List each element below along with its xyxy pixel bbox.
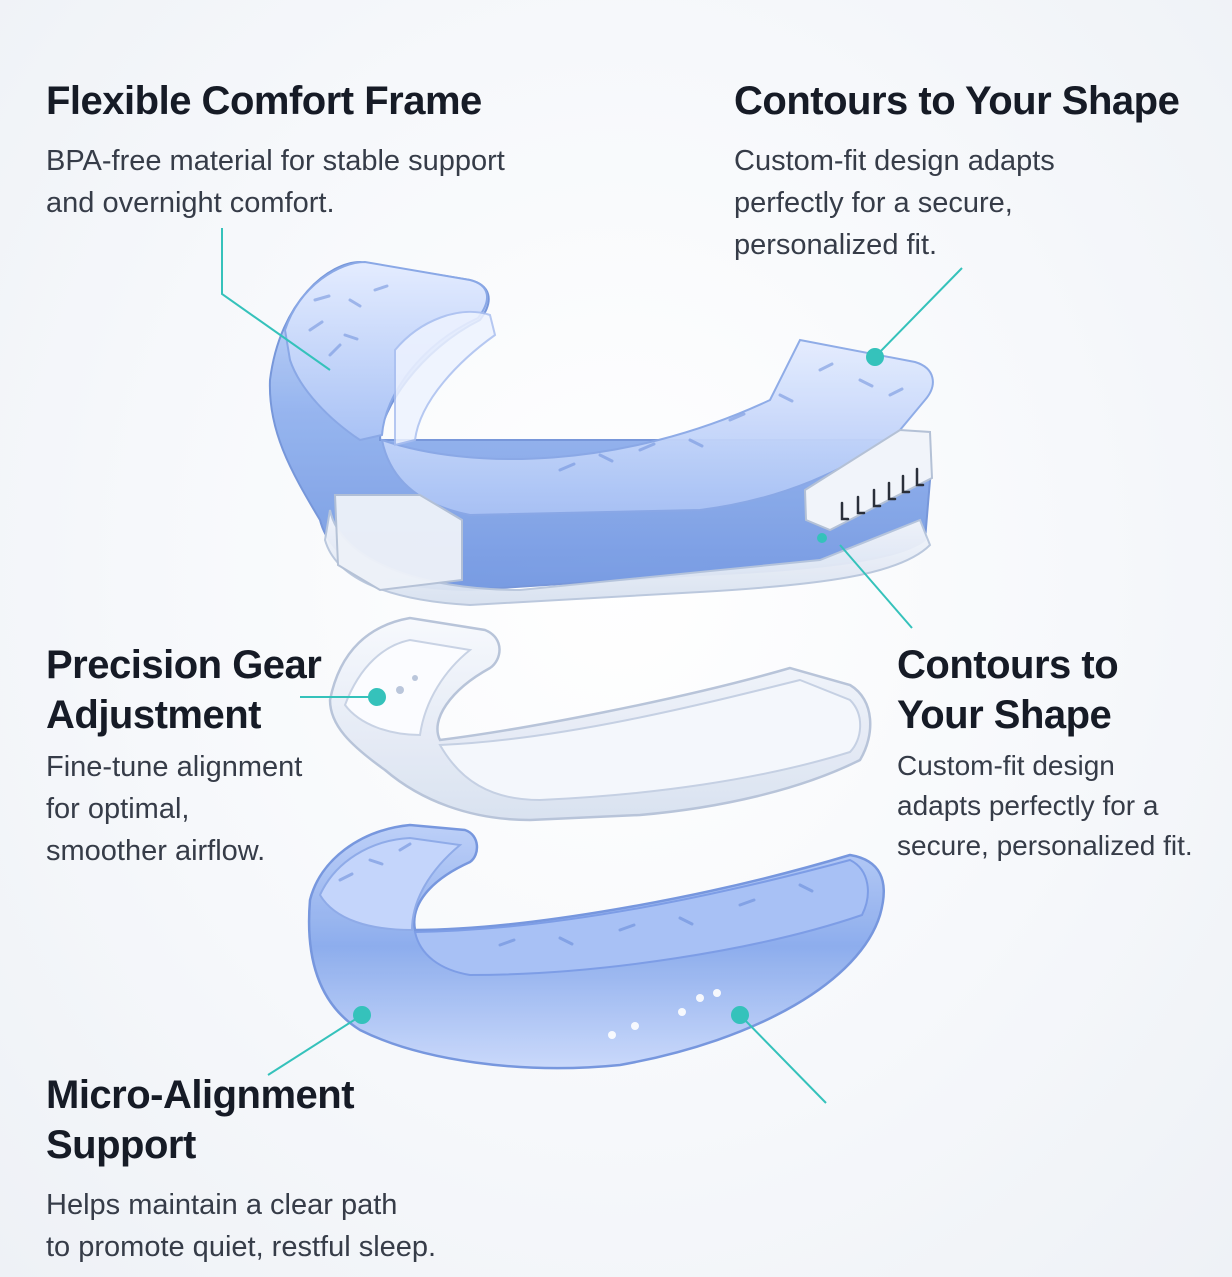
callout-desc-line: secure, personalized fit.: [897, 830, 1193, 861]
callout-contours-top: Contours to Your Shape Custom-fit design…: [734, 76, 1214, 266]
callout-desc-line: BPA-free material for stable support: [46, 145, 505, 177]
callout-desc-line: smoother airflow.: [46, 835, 266, 867]
callout-desc-line: and overnight comfort.: [46, 187, 335, 219]
callout-title-line: Your Shape: [897, 693, 1112, 737]
callout-desc-line: personalized fit.: [734, 229, 938, 261]
callout-title: Contours to Your Shape: [897, 640, 1227, 740]
callout-description: Fine-tune alignment for optimal, smoothe…: [46, 746, 366, 872]
callout-desc-line: Custom-fit design: [897, 750, 1115, 781]
callout-desc-line: Custom-fit design adapts: [734, 145, 1055, 177]
callout-title-line: Micro-Alignment: [46, 1073, 355, 1117]
callout-description: BPA-free material for stable support and…: [46, 140, 666, 224]
lower-tray: [307, 823, 885, 1070]
callout-precision-gear-adjustment: Precision Gear Adjustment Fine-tune alig…: [46, 640, 366, 872]
callout-title-line: Support: [46, 1123, 196, 1167]
callout-title-line: Adjustment: [46, 693, 262, 737]
callout-micro-alignment-support: Micro-Alignment Support Helps maintain a…: [46, 1070, 566, 1268]
callout-description: Custom-fit design adapts perfectly for a…: [897, 746, 1227, 866]
callout-title: Contours to Your Shape: [734, 79, 1180, 123]
callout-desc-line: perfectly for a secure,: [734, 187, 1013, 219]
middle-clear-insert: [328, 616, 872, 822]
leader-lines: [221, 228, 963, 1104]
callout-title: Flexible Comfort Frame: [46, 79, 482, 123]
callout-title: Precision Gear Adjustment: [46, 640, 366, 740]
callout-desc-line: to promote quiet, restful sleep.: [46, 1231, 437, 1263]
callout-title-line: Contours to: [897, 643, 1119, 687]
callout-desc-line: for optimal,: [46, 793, 190, 825]
callout-description: Custom-fit design adapts perfectly for a…: [734, 140, 1214, 266]
callout-desc-line: Fine-tune alignment: [46, 751, 303, 783]
callout-contours-mid: Contours to Your Shape Custom-fit design…: [897, 640, 1227, 866]
callout-desc-line: adapts perfectly for a: [897, 790, 1159, 821]
callout-title: Micro-Alignment Support: [46, 1070, 566, 1170]
callout-flexible-comfort-frame: Flexible Comfort Frame BPA-free material…: [46, 76, 666, 224]
callout-title-line: Precision Gear: [46, 643, 322, 687]
callout-description: Helps maintain a clear path to promote q…: [46, 1184, 566, 1268]
callout-desc-line: Helps maintain a clear path: [46, 1189, 398, 1221]
upper-tray: [268, 260, 934, 607]
